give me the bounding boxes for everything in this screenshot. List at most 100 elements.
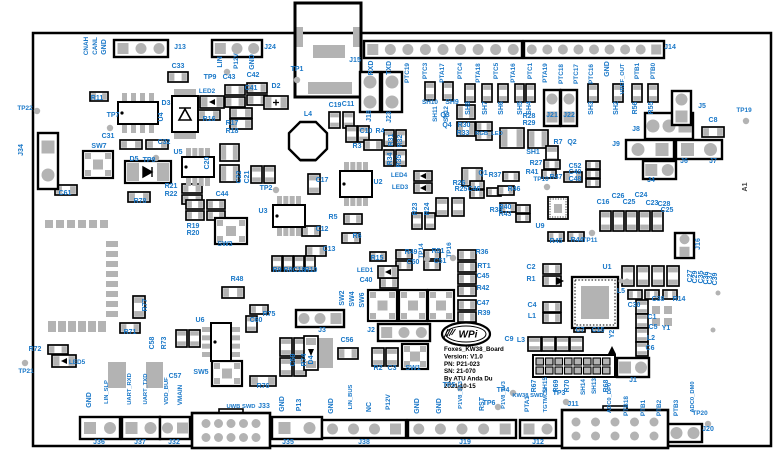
ref-label-PTC5: PTC5 xyxy=(493,62,500,79)
testpoint-dot xyxy=(742,117,750,125)
ref-label-J18: J18 xyxy=(366,110,373,122)
pad xyxy=(469,123,474,135)
pad xyxy=(134,297,144,303)
ref-label-Q1: Q1 xyxy=(478,170,487,177)
led-cathode-mark xyxy=(61,358,67,364)
pad xyxy=(415,184,420,192)
ic-pin xyxy=(205,178,210,186)
ref-label-U4: U4 xyxy=(158,112,165,121)
ref-label-R70: R70 xyxy=(564,379,571,392)
smd-component xyxy=(547,231,565,242)
ref-label-J36: J36 xyxy=(93,439,105,446)
smd-component xyxy=(585,178,601,188)
pad xyxy=(637,337,647,341)
smd-component xyxy=(542,312,562,324)
ref-label-R16: R16 xyxy=(203,116,216,123)
pad xyxy=(499,96,507,101)
pad xyxy=(373,360,383,365)
smd-component xyxy=(145,139,169,150)
ref-label-R37: R37 xyxy=(489,172,502,179)
ic-pin xyxy=(122,93,127,101)
ref-label-TP6: TP6 xyxy=(483,400,496,407)
ref-label-R4: R4 xyxy=(376,128,385,135)
switch-pad xyxy=(217,220,223,226)
ref-label-J38: J38 xyxy=(358,439,370,446)
testpoint-dot xyxy=(152,154,160,162)
pad xyxy=(469,106,474,118)
pin-round xyxy=(231,43,243,54)
pin-square xyxy=(523,423,535,435)
pad xyxy=(284,265,292,270)
ic-pin xyxy=(283,228,289,236)
ref-label-KW38_SWD: KW38 SWD xyxy=(512,393,543,399)
pad xyxy=(637,315,647,319)
pin-square xyxy=(367,44,379,55)
pad xyxy=(68,356,75,366)
pad xyxy=(444,94,452,99)
ref-label-C29: C29 xyxy=(692,270,699,283)
ref-label-VREF_OUT: VREF_OUT xyxy=(620,63,626,94)
testpoint-dot xyxy=(562,398,570,406)
ref-label-TP19: TP19 xyxy=(736,107,752,114)
unpopulated-pad xyxy=(664,306,672,314)
ref-label-C3: C3 xyxy=(388,365,397,372)
pad xyxy=(640,224,649,230)
ref-label-R77: R77 xyxy=(142,298,149,311)
ref-label-J14: J14 xyxy=(664,44,676,51)
pad xyxy=(501,204,506,211)
pad xyxy=(413,223,421,228)
pin-round xyxy=(490,44,502,55)
pad xyxy=(70,186,76,194)
ref-label-SW5: SW5 xyxy=(193,369,208,376)
ic-pin xyxy=(363,198,368,206)
pad xyxy=(470,287,475,295)
pad xyxy=(248,96,254,104)
shunt-pin xyxy=(535,357,545,366)
ref-label-SH5: SH5 xyxy=(517,101,524,115)
ic-pin xyxy=(198,178,204,186)
ic-pin xyxy=(232,343,240,349)
pin-hole xyxy=(201,419,211,428)
switch-pad xyxy=(420,361,426,367)
ref-label-U5: U5 xyxy=(174,149,183,156)
ref-label-Q4: Q4 xyxy=(442,122,451,129)
switch-pad xyxy=(370,292,376,298)
pin-square xyxy=(214,43,226,54)
ref-label-C43: C43 xyxy=(223,74,236,81)
ref-label-C36: C36 xyxy=(703,271,710,284)
smd-component xyxy=(383,129,395,147)
pad xyxy=(344,122,353,127)
pad xyxy=(470,251,475,259)
ref-label-SH1: SH1 xyxy=(526,149,540,156)
ic-pin xyxy=(232,352,240,357)
pad xyxy=(589,96,597,101)
switch-plunger xyxy=(408,300,418,311)
pad xyxy=(637,343,647,347)
ref-label-GND: GND xyxy=(328,398,335,414)
pad xyxy=(262,306,267,313)
pad xyxy=(143,193,149,201)
pad xyxy=(216,97,223,107)
ic-pin xyxy=(202,352,210,357)
unpopulated-pad xyxy=(106,291,118,297)
pad xyxy=(307,247,313,255)
ref-label-R20: R20 xyxy=(187,230,200,237)
switch-pad xyxy=(419,313,425,319)
smd-component xyxy=(497,185,515,196)
pin-square xyxy=(177,422,188,434)
ref-label-R11: R11 xyxy=(91,95,104,102)
pin-hole xyxy=(226,433,236,442)
pad xyxy=(347,136,356,141)
pad xyxy=(459,313,464,321)
ref-label-C32: C32 xyxy=(158,139,171,146)
pad xyxy=(174,133,196,139)
ref-label-R76: R76 xyxy=(257,383,270,390)
ref-label-UWB_SWD: UWB SWD xyxy=(227,404,256,410)
pad xyxy=(397,140,405,145)
switch-pad xyxy=(217,236,223,242)
pad xyxy=(668,267,678,273)
qfn-u1-thermal-pad xyxy=(581,286,609,319)
pad xyxy=(295,339,305,344)
pad xyxy=(281,359,291,364)
pin-hole xyxy=(571,431,581,441)
